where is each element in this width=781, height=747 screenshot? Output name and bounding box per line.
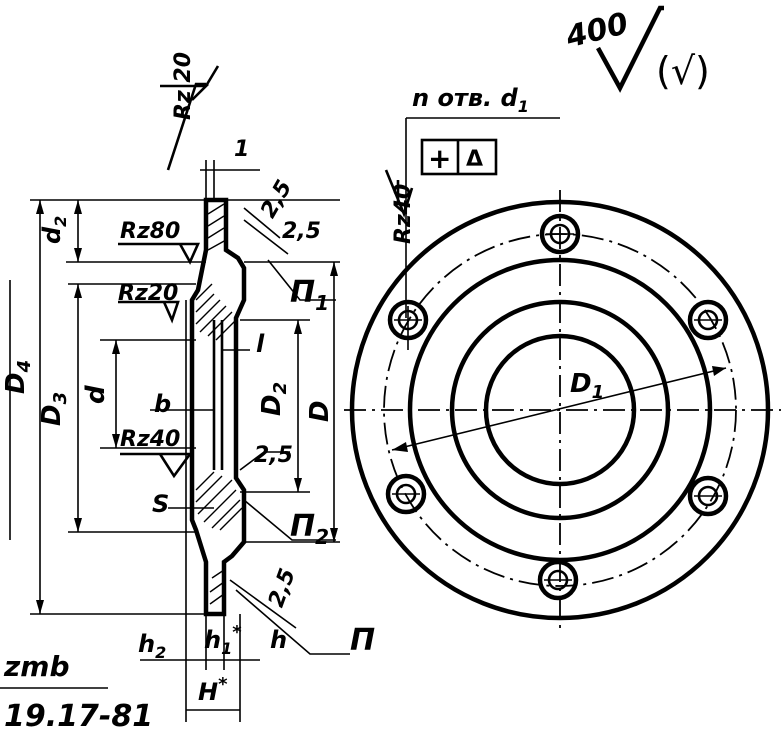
label-P: П	[350, 623, 375, 658]
hatch-lower	[195, 471, 243, 531]
label-2-5-b: 2,5	[282, 219, 321, 244]
leader-p2	[243, 499, 336, 541]
dim-arrowheads	[36, 200, 338, 614]
label-dim-1: 1	[234, 137, 249, 162]
label-h: h	[270, 626, 287, 654]
hole-centerlines	[392, 233, 722, 581]
label-rz20-mid: Rz20	[118, 281, 178, 306]
fragment-standard: 19.17-81	[4, 699, 153, 734]
label-b: b	[154, 390, 171, 418]
general-roughness-mark: 400 (√)	[562, 5, 710, 93]
section-outline	[189, 197, 247, 617]
label-rz40-mid: Rz40	[120, 427, 180, 452]
hatch-flange	[207, 203, 227, 605]
label-h2: h2	[138, 630, 166, 662]
check-mark-symbol	[596, 5, 664, 93]
label-D2: D2	[257, 382, 291, 416]
label-D1: D1	[570, 369, 604, 403]
D1-arrow-right	[712, 366, 726, 376]
rz40-mid-symbol	[120, 452, 193, 479]
label-s: S	[152, 490, 169, 518]
roughness-note: (√)	[656, 49, 710, 93]
label-h1: h1*	[204, 622, 242, 658]
label-2-5-d: 2,5	[264, 565, 301, 610]
label-rz80: Rz80	[120, 219, 180, 244]
label-D4: D4	[1, 360, 35, 394]
label-d2: d2	[38, 216, 70, 244]
label-d: d	[81, 385, 111, 404]
label-rz20-top: Rz 20	[171, 52, 196, 120]
holes-note: n отв. d1	[412, 84, 529, 116]
rz40-right-symbol	[384, 169, 414, 218]
label-D3: D3	[37, 392, 71, 426]
section-view: Rz 20 1 2,5 2,5 2,5 2,5 Rz80 Rz20 Rz40 d…	[0, 52, 375, 734]
hatch-upper	[195, 283, 237, 341]
tolerance-flatness-symbol: Δ	[466, 147, 483, 172]
rz20-top-symbol	[160, 65, 220, 171]
fragment-left-bottom: zmb	[3, 650, 70, 683]
leader-p1	[243, 207, 336, 301]
dim-line-D1	[391, 367, 727, 451]
label-2-5-c: 2,5	[254, 443, 293, 468]
label-D: D	[305, 400, 335, 422]
rz20-mid-symbol	[118, 300, 180, 324]
inner-contour	[212, 320, 224, 470]
label-P1: П1	[290, 275, 329, 315]
roughness-value: 400	[562, 6, 632, 55]
label-P2: П2	[290, 509, 329, 549]
label-H: H*	[198, 674, 228, 706]
rz80-symbol	[118, 242, 201, 265]
label-2-5-a: 2,5	[256, 176, 297, 222]
D1-arrow-left	[392, 442, 408, 452]
leader-2-5-c	[239, 451, 290, 471]
label-rz40-right: Rz40	[391, 184, 416, 244]
leader-p	[229, 579, 350, 655]
tolerance-position-symbol: +	[428, 142, 451, 175]
plan-view: n отв. d1 + Δ Rz40 D1	[344, 84, 781, 634]
label-l: l	[256, 330, 265, 358]
